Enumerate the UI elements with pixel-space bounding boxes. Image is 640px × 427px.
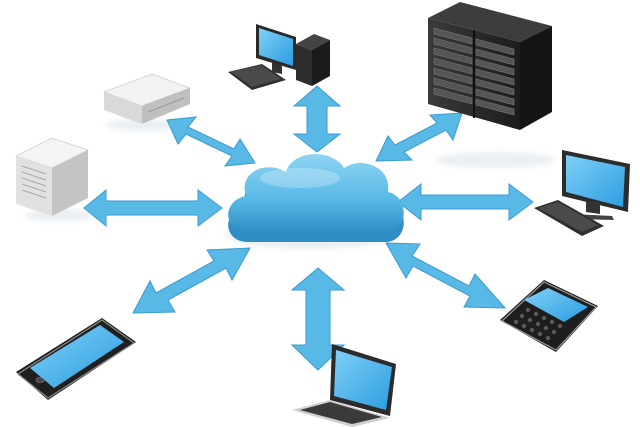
arrow-left [83,188,223,228]
arrow-top-right [375,112,463,162]
arrow-bottom-right [385,242,507,309]
arrow-bottom [290,267,346,371]
server-rack-icon [428,2,552,130]
arrow-right [397,182,534,222]
tower-server-icon [14,137,90,216]
arrows [83,85,534,371]
smartphone-icon [16,318,136,400]
arrow-top [292,85,342,153]
laptop-icon [292,344,396,427]
cloud-icon [228,154,404,242]
network-box-icon [102,73,192,124]
desktop-pc-icon [228,24,330,90]
blackberry-phone-icon [500,280,598,352]
arrow-bottom-left [132,247,251,314]
monitor-keyboard-icon [534,150,630,236]
arrow-top-left [166,116,256,167]
